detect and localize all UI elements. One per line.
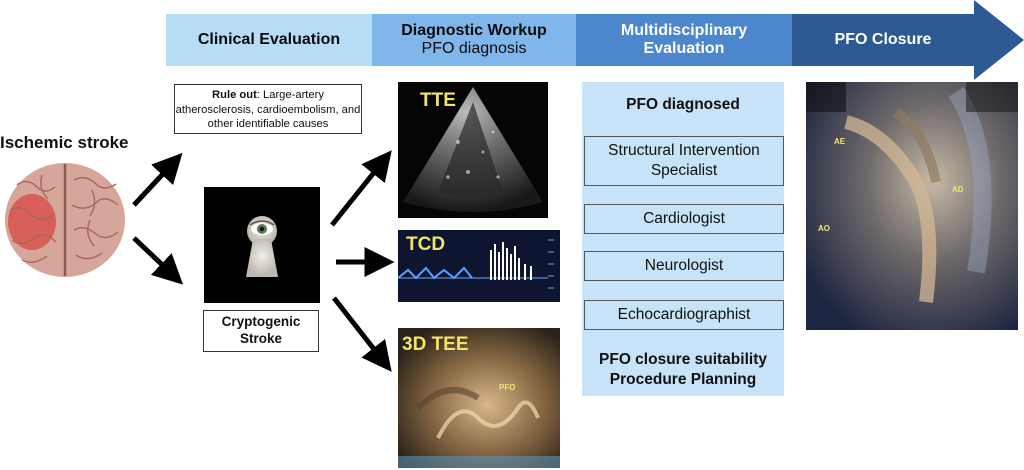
- tee-label: 3D TEE: [402, 334, 469, 355]
- team-member-neurologist: Neurologist: [584, 251, 784, 281]
- step-clinical-evaluation: Clinical Evaluation: [166, 14, 372, 66]
- ischemic-stroke-label: Ischemic stroke: [0, 133, 129, 152]
- team-panel: [582, 82, 784, 396]
- closure-ao-label: AO: [818, 224, 830, 233]
- step-diagnostic-workup: Diagnostic Workup PFO diagnosis: [372, 14, 576, 66]
- closure-ae-label: AE: [834, 137, 846, 146]
- cryptogenic-line1: Cryptogenic: [221, 314, 301, 329]
- brain-icon: [5, 163, 125, 277]
- tee-pfo-label: PFO: [499, 383, 516, 392]
- step-multidisciplinary-line1: Multidisciplinary: [620, 21, 748, 39]
- team-footer-line1: PFO closure suitability: [599, 351, 767, 368]
- rule-out-text: : Large-artery atherosclerosis, cardioem…: [175, 89, 361, 131]
- team-member-label: Structural Intervention Specialist: [608, 141, 760, 179]
- step-diagnostic-workup-label: Diagnostic Workup: [401, 21, 547, 39]
- cryptogenic-line2: Stroke: [239, 330, 283, 346]
- tte-image: TTE: [398, 82, 548, 218]
- team-member-echocardiographist: Echocardiographist: [584, 300, 784, 330]
- team-member-cardiologist: Cardiologist: [584, 204, 784, 234]
- tee-3d-image: 3D TEE PFO: [398, 328, 560, 468]
- rule-out-box: Rule out: Large-artery atherosclerosis, …: [174, 84, 362, 134]
- team-member-structural-intervention-specialist: Structural Intervention Specialist: [584, 136, 784, 186]
- team-heading: PFO diagnosed: [626, 96, 740, 113]
- team-member-label: Neurologist: [644, 256, 724, 274]
- tcd-image: TCD: [398, 230, 560, 302]
- closure-ad-label: AD: [952, 185, 964, 194]
- keyhole-image: [204, 187, 320, 303]
- team-member-label: Cardiologist: [643, 209, 725, 227]
- rule-out-bold: Rule out: [212, 89, 257, 101]
- step-clinical-evaluation-label: Clinical Evaluation: [197, 30, 341, 48]
- team-member-label: Echocardiographist: [617, 305, 751, 323]
- step-multidisciplinary-evaluation: Multidisciplinary Evaluation: [576, 14, 792, 66]
- pfo-closure-image: AE AD AO: [806, 82, 1018, 330]
- header-arrowhead: [974, 0, 1024, 80]
- tte-label: TTE: [420, 90, 456, 111]
- keyhole-icon: [246, 216, 278, 277]
- tcd-label: TCD: [406, 234, 446, 255]
- step-multidisciplinary-line2: Evaluation: [643, 40, 725, 57]
- team-footer: PFO closure suitability Procedure Planni…: [582, 350, 784, 390]
- step-pfo-closure-label: PFO Closure: [834, 30, 932, 48]
- team-footer-line2: Procedure Planning: [609, 371, 757, 389]
- step-pfo-closure: PFO Closure: [792, 14, 974, 66]
- cryptogenic-stroke-box: Cryptogenic Stroke: [203, 310, 319, 352]
- step-diagnostic-workup-sub: PFO diagnosis: [421, 40, 527, 57]
